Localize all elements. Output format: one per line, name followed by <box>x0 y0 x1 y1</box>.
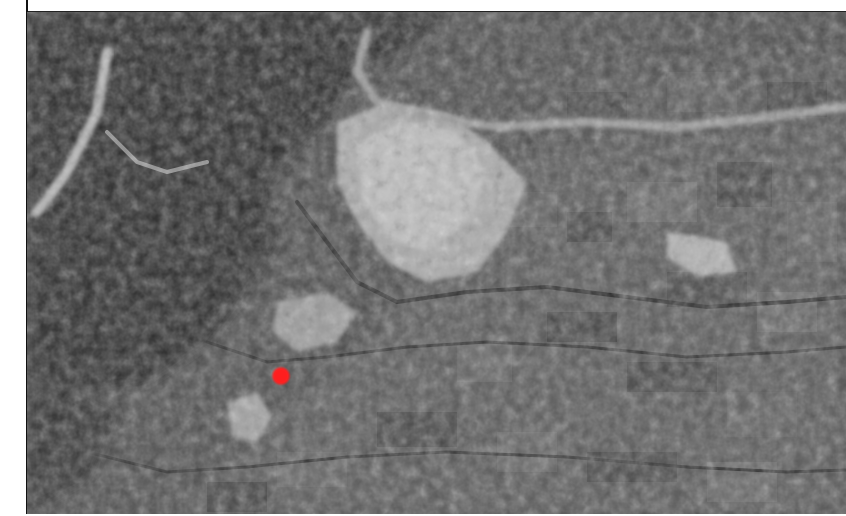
location-marker[interactable] <box>271 366 291 386</box>
satellite-image <box>27 12 846 514</box>
frame-top-border <box>26 11 846 12</box>
texture-overlay <box>27 12 846 514</box>
satellite-map[interactable] <box>27 12 846 514</box>
location-dot-icon[interactable] <box>275 370 287 382</box>
